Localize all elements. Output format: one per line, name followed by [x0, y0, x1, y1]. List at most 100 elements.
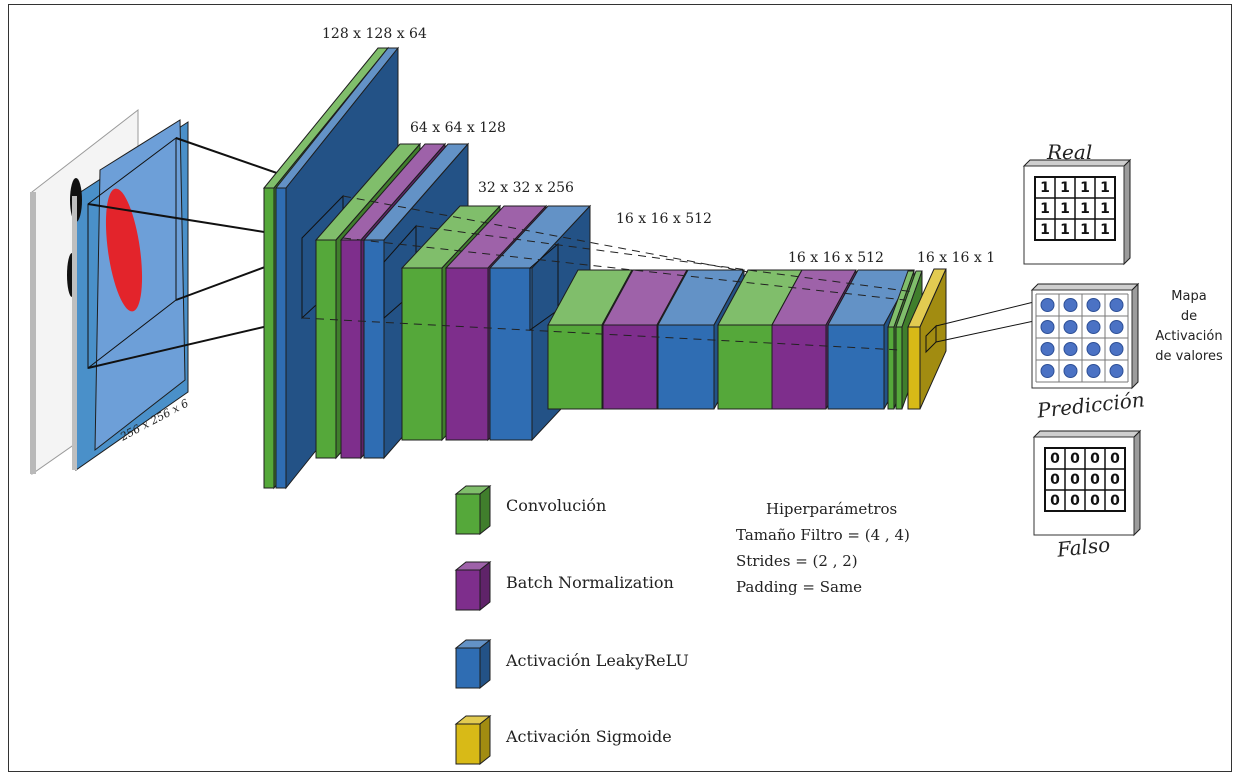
legend-cube-leaky-relu — [454, 638, 492, 690]
real-grid-cell-1-3: 1 — [1100, 201, 1110, 217]
falso-grid-cell-2-1: 0 — [1070, 493, 1080, 509]
real-grid-cell-1-2: 1 — [1080, 201, 1090, 217]
legend-cube-leaky-relu-front — [455, 647, 481, 689]
layer-label-4: 16 x 16 x 512 — [616, 211, 712, 227]
real-grid-cell-0-1: 1 — [1060, 180, 1070, 196]
guide-line-1 — [342, 195, 749, 273]
falso-grid-cell-0-1: 0 — [1070, 451, 1080, 467]
layer3-bn-front — [445, 267, 489, 441]
prediccion-dot-0-3 — [1109, 298, 1124, 312]
layer4-bn-front — [602, 324, 658, 410]
output-link-line-2 — [935, 317, 1049, 343]
real-grid-cell-1-0: 1 — [1040, 201, 1050, 217]
layer5-leaky-front — [827, 324, 885, 410]
layer-label-2: 64 x 64 x 128 — [410, 120, 506, 136]
layer-label-6: 16 x 16 x 1 — [917, 250, 996, 266]
legend-cube-leaky-relu-side — [479, 638, 491, 690]
legend-leaky-relu: Activación LeakyReLU — [506, 651, 689, 670]
prediccion-dot-0-0 — [1040, 298, 1055, 312]
prediccion-dot-0-1 — [1063, 298, 1078, 312]
real-grid-cell-0-3: 1 — [1100, 180, 1110, 196]
legend-cube-sigmoide-side — [479, 714, 491, 766]
prediccion-dot-2-1 — [1063, 342, 1078, 356]
layer6-sigmoid — [907, 268, 947, 410]
prediccion-dot-2-0 — [1040, 342, 1055, 356]
real-grid-frame — [1023, 165, 1125, 265]
hyperparameters: Hiperparámetros Tamaño Filtro = (4 , 4) … — [736, 496, 910, 600]
legend-cube-batch-normalization — [454, 560, 492, 612]
prediccion-dot-2-2 — [1086, 342, 1101, 356]
legend-cube-convolucion-front — [455, 493, 481, 535]
layer5-conv-front — [717, 324, 773, 410]
prediccion-dot-0-2 — [1086, 298, 1101, 312]
activation-map-label: Mapa de Activación de valores — [1148, 287, 1230, 367]
prediccion-dot-3-2 — [1086, 364, 1101, 378]
activation-map-line-1: Mapa — [1171, 289, 1207, 304]
layer1-conv-front — [263, 187, 275, 489]
layer3-conv-front — [401, 267, 443, 441]
falso-grid-cell-1-3: 0 — [1110, 472, 1120, 488]
legend-cube-sigmoide — [454, 714, 492, 766]
legend-convolucion: Convolución — [506, 496, 607, 515]
layer-label-5: 16 x 16 x 512 — [788, 250, 884, 266]
hyperparam-strides: Strides = (2 , 2) — [736, 552, 858, 570]
activation-map-line-2: de — [1180, 309, 1198, 324]
hyperparameters-title: Hiperparámetros — [766, 500, 898, 518]
layer6-sigmoid-front — [907, 326, 921, 410]
input-back-edge — [30, 192, 36, 474]
prediccion-dot-1-3 — [1109, 320, 1124, 334]
legend-sigmoide: Activación Sigmoide — [506, 727, 672, 746]
guide-line-2 — [342, 237, 906, 301]
falso-grid-top — [1032, 430, 1142, 438]
layer6-conv-2-front — [895, 326, 903, 410]
layer4-leaky-front — [657, 324, 715, 410]
prediccion-grid-side — [1131, 282, 1139, 390]
prediccion-dot-3-1 — [1063, 364, 1078, 378]
activation-map-line-4: de valores — [1155, 349, 1223, 364]
layer5-bn-front — [771, 324, 827, 410]
falso-grid-side — [1133, 429, 1141, 537]
falso-grid-cell-1-1: 0 — [1070, 472, 1080, 488]
legend-cube-convolucion — [454, 484, 492, 536]
prediccion-dot-1-2 — [1086, 320, 1101, 334]
real-grid-cell-0-0: 1 — [1040, 180, 1050, 196]
output-link-line-1 — [935, 299, 1043, 327]
layer-label-3: 32 x 32 x 256 — [478, 180, 574, 196]
falso-grid-cell-2-0: 0 — [1050, 493, 1060, 509]
prediccion-dot-1-1 — [1063, 320, 1078, 334]
layer2-leaky-front — [363, 239, 385, 459]
real-grid-cell-2-0: 1 — [1040, 222, 1050, 238]
falso-grid-cell-0-3: 0 — [1110, 451, 1120, 467]
real-grid-cell-2-3: 1 — [1100, 222, 1110, 238]
prediccion-dot-1-0 — [1040, 320, 1055, 334]
legend-cube-convolucion-side — [479, 484, 491, 536]
legend-batch-normalization: Batch Normalization — [506, 573, 674, 592]
prediccion-dot-2-3 — [1109, 342, 1124, 356]
layer-label-1: 128 x 128 x 64 — [322, 26, 427, 42]
layer2-bn-front — [340, 239, 362, 459]
diagram-frame — [8, 4, 1232, 772]
falso-grid-cell-0-0: 0 — [1050, 451, 1060, 467]
falso-grid-cell-2-3: 0 — [1110, 493, 1120, 509]
legend-cube-batch-normalization-front — [455, 569, 481, 611]
falso-grid-cell-0-2: 0 — [1090, 451, 1100, 467]
layer1-leaky-front — [275, 187, 287, 489]
falso-grid-frame — [1033, 436, 1135, 536]
input-front-edge — [72, 196, 77, 470]
input-red-blob — [105, 188, 143, 312]
layer4-conv-front — [547, 324, 603, 410]
prediccion-grid-top — [1030, 283, 1140, 291]
real-grid-side — [1123, 158, 1131, 266]
layer3-leaky-front — [489, 267, 533, 441]
falso-grid-cell-1-2: 0 — [1090, 472, 1100, 488]
falso-grid-cell-2-2: 0 — [1090, 493, 1100, 509]
falso-grid-cell-1-0: 0 — [1050, 472, 1060, 488]
legend-cube-batch-normalization-side — [479, 560, 491, 612]
layer6-conv-front — [887, 326, 895, 410]
layer2-conv-front — [315, 239, 337, 459]
activation-map-line-3: Activación — [1155, 329, 1223, 344]
hyperparam-filter: Tamaño Filtro = (4 , 4) — [736, 526, 910, 544]
guide-line-3 — [301, 317, 901, 351]
